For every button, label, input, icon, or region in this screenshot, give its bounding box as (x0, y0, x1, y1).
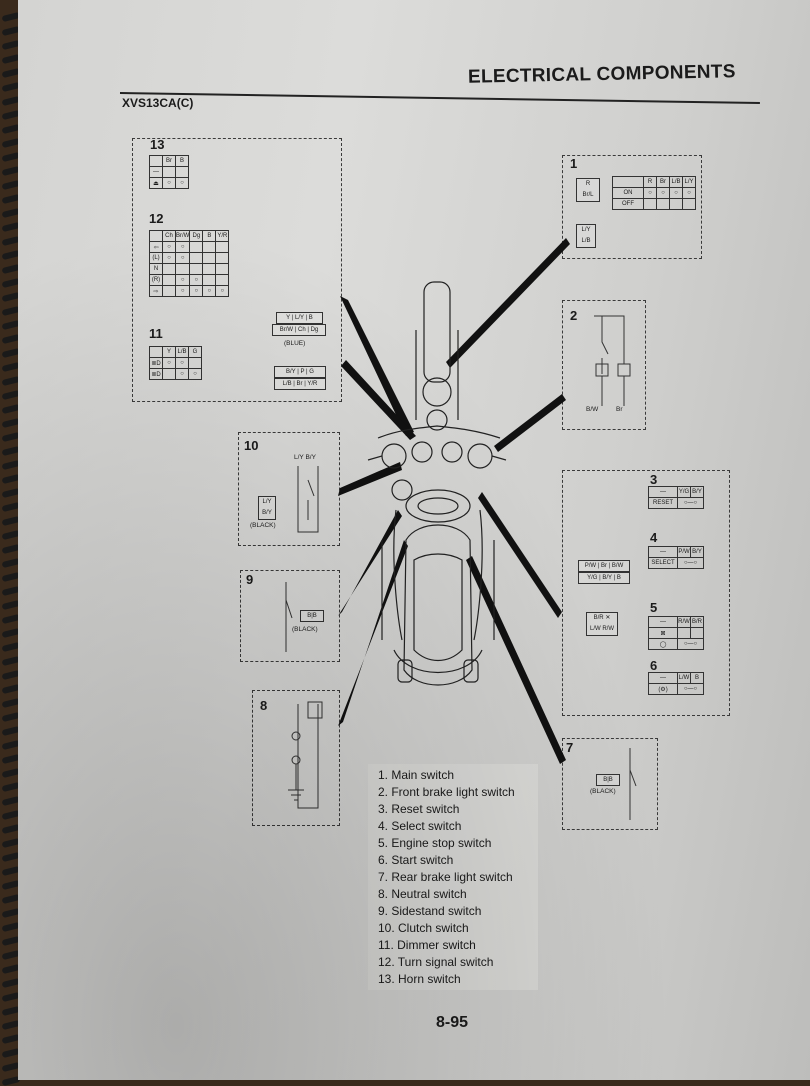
leader-7 (466, 556, 566, 764)
list-item: 7. Rear brake light switch (378, 870, 513, 884)
connector-color-label: (BLACK) (590, 788, 616, 795)
connector-color-label: (BLUE) (284, 340, 306, 347)
leader-1 (446, 238, 570, 368)
diagram-5-number: 5 (650, 600, 658, 615)
table-header: Br/W (174, 230, 191, 242)
right-switch-housing (467, 443, 493, 469)
diagram-4-number: 4 (650, 530, 658, 545)
list-item: 2. Front brake light switch (378, 785, 515, 799)
list-item: 4. Select switch (378, 819, 462, 833)
list-item: 9. Sidestand switch (378, 904, 482, 918)
diagram-7-box (562, 738, 658, 830)
left-switch-housing (381, 443, 407, 469)
leader-8 (338, 540, 408, 726)
leader-2 (494, 394, 566, 452)
page-number: 8-95 (436, 1014, 469, 1031)
leader-5 (478, 492, 562, 618)
diagram-8-box (252, 690, 340, 826)
connector-12-mid: Br/W | Ch | Dg (272, 324, 326, 336)
connector-color-label: (BLACK) (292, 626, 318, 633)
switch-group-box-left (132, 138, 342, 402)
diagram-2-box (562, 300, 646, 430)
diagram-10-box (238, 432, 340, 546)
wire-label: B/W (586, 406, 599, 413)
diagram-9-box (240, 570, 340, 662)
list-item: 13. Horn switch (378, 972, 461, 986)
connector-9: B|B (300, 610, 324, 622)
connector-5: B/R ✕ L/W R/W (586, 612, 618, 636)
table-header: B/R (690, 616, 704, 628)
model-label: XVS13CA(C) (122, 96, 194, 110)
diagram-7-number: 7 (566, 740, 574, 755)
list-item: 5. Engine stop switch (378, 836, 492, 850)
diagram-6-number: 6 (650, 658, 658, 673)
table-header: L/Y (682, 176, 696, 188)
leader-9 (338, 510, 402, 616)
diagram-8-number: 8 (260, 698, 268, 713)
headlight (422, 377, 452, 407)
leader-13 (340, 296, 414, 436)
diagram-11-number: 11 (149, 326, 163, 341)
list-item: 12. Turn signal switch (378, 955, 494, 969)
connector-12-bottom-b: L/B | Br | Y/R (274, 378, 326, 390)
connector-7: B|B (596, 774, 620, 786)
switch-group-box-right (562, 470, 730, 716)
diagram-12-number: 12 (149, 211, 164, 226)
diagram-9-number: 9 (246, 572, 254, 587)
diagram-1-number: 1 (570, 156, 578, 171)
wire-label: L/Y B/Y (294, 454, 316, 461)
diagram-10-number: 10 (244, 438, 259, 453)
motorcycle-line-art (285, 238, 637, 820)
handlebar (377, 425, 501, 439)
list-item: 3. Reset switch (378, 802, 460, 816)
diagram-3-number: 3 (650, 472, 658, 487)
connector-4-top: P/W | Br | B/W (578, 560, 630, 572)
list-item: 10. Clutch switch (378, 921, 469, 935)
connector-12-bottom-a: B/Y | P | G (274, 366, 326, 378)
connector-4-bottom: Y/G | B/Y | B (578, 572, 630, 584)
wire-label: Br (616, 406, 623, 413)
seat (403, 524, 473, 686)
connector-12-top: Y | L/Y | B (276, 312, 323, 324)
legend-panel (368, 764, 538, 990)
diagram-13-number: 13 (150, 137, 165, 152)
connector-color-label: (BLACK) (250, 522, 276, 529)
list-item: 1. Main switch (378, 768, 455, 782)
leader-11 (341, 360, 416, 440)
list-item: 8. Neutral switch (378, 887, 467, 901)
leader-10 (338, 462, 402, 496)
front-fender (423, 281, 451, 383)
list-item: 6. Start switch (378, 853, 454, 867)
diagram-1-box (562, 155, 702, 259)
diagram-2-number: 2 (570, 308, 578, 323)
list-item: 11. Dimmer switch (378, 938, 476, 952)
fuel-tank (405, 489, 471, 523)
